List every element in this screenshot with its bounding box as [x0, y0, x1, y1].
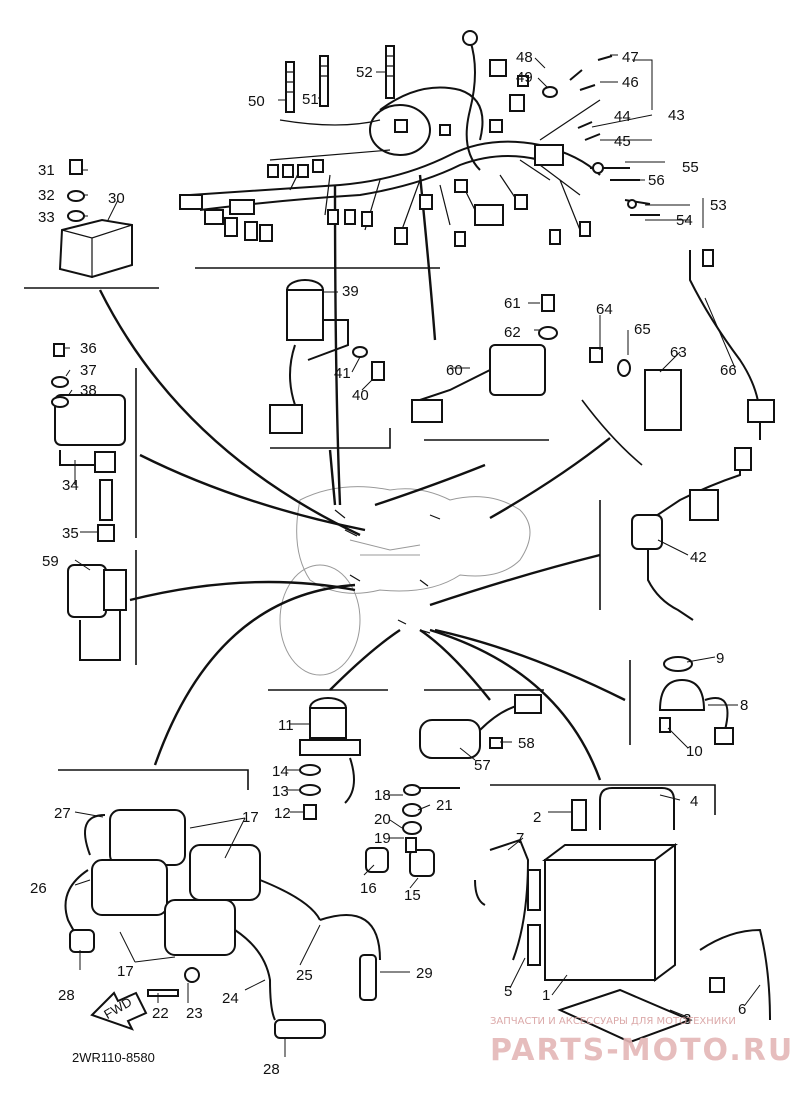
callout-48: 48 [516, 49, 533, 66]
watermark-site: PARTS-MOTO.RU [490, 1033, 794, 1068]
callout-18: 18 [374, 787, 391, 804]
callout-22: 22 [152, 1005, 169, 1022]
callout-5: 5 [504, 983, 512, 1000]
callout-31: 31 [38, 162, 55, 179]
battery-cables [474, 787, 675, 966]
callout-25: 25 [296, 967, 313, 984]
callout-30: 30 [108, 190, 125, 207]
callout-34: 34 [62, 477, 79, 494]
callout-35: 35 [62, 525, 79, 542]
callout-49: 49 [516, 69, 533, 86]
callout-36: 36 [80, 340, 97, 357]
callout-8: 8 [740, 697, 748, 714]
part-11 [299, 697, 361, 820]
callout-24: 24 [222, 990, 239, 1007]
callout-12: 12 [274, 805, 291, 822]
callout-56: 56 [648, 172, 665, 189]
group-brackets [24, 267, 716, 815]
callout-44: 44 [614, 108, 631, 125]
callout-27: 27 [54, 805, 71, 822]
callout-labels: 1 2 3 4 5 6 7 8 9 10 11 12 13 14 15 16 1… [30, 49, 748, 1078]
switch-63 [589, 347, 682, 431]
parts-15-21 [365, 784, 460, 877]
callout-13: 13 [272, 783, 289, 800]
callout-16: 16 [360, 880, 377, 897]
flasher-relay [411, 294, 558, 423]
callout-55: 55 [682, 159, 699, 176]
callout-59: 59 [42, 553, 59, 570]
callout-41: 41 [334, 365, 351, 382]
battery [542, 843, 771, 1044]
callout-52: 52 [356, 64, 373, 81]
callout-3: 3 [683, 1011, 691, 1028]
callout-47: 47 [622, 49, 639, 66]
callout-66: 66 [720, 362, 737, 379]
callout-20: 20 [374, 811, 391, 828]
callout-53: 53 [710, 197, 727, 214]
callout-4: 4 [690, 793, 698, 810]
ignitor-unit [58, 159, 133, 279]
callout-29: 29 [416, 965, 433, 982]
callout-51: 51 [302, 91, 319, 108]
callout-21: 21 [436, 797, 453, 814]
callout-63: 63 [670, 344, 687, 361]
lead-66 [689, 249, 775, 440]
callout-58: 58 [518, 735, 535, 752]
callout-7: 7 [516, 830, 524, 847]
forward-arrow-icon: FWD [90, 991, 148, 1031]
callout-60: 60 [446, 362, 463, 379]
callout-33: 33 [38, 209, 55, 226]
callout-17a: 17 [242, 809, 259, 826]
part-8 [658, 656, 734, 745]
callout-14: 14 [272, 763, 289, 780]
callout-17b: 17 [117, 963, 134, 980]
callout-54: 54 [676, 212, 693, 229]
callout-15: 15 [404, 887, 421, 904]
callout-1: 1 [542, 987, 550, 1004]
callout-6: 6 [738, 1001, 746, 1018]
callout-19: 19 [374, 830, 391, 847]
motorcycle-outline [279, 486, 531, 676]
watermark: ЗАПЧАСТИ И АКСЕССУАРЫ ДЛЯ МОТОТЕХНИКИ PA… [490, 1016, 794, 1068]
callout-32: 32 [38, 187, 55, 204]
callout-28a: 28 [58, 987, 75, 1004]
callout-40: 40 [352, 387, 369, 404]
location-arrows [98, 174, 626, 781]
callout-61: 61 [504, 295, 521, 312]
leader-lines [64, 54, 761, 1057]
callout-64: 64 [596, 301, 613, 318]
sensor-42 [631, 447, 752, 621]
relay-59 [67, 564, 127, 661]
callout-39: 39 [342, 283, 359, 300]
callout-11: 11 [278, 717, 294, 734]
callout-9: 9 [716, 650, 724, 667]
callout-50: 50 [248, 93, 265, 110]
callout-65: 65 [634, 321, 651, 338]
callout-38: 38 [80, 382, 97, 399]
diagram-code: 2WR110-8580 [72, 1050, 155, 1065]
callout-37: 37 [80, 362, 97, 379]
callout-62: 62 [504, 324, 521, 341]
callout-2: 2 [533, 809, 541, 826]
callout-23: 23 [186, 1005, 203, 1022]
callout-45: 45 [614, 133, 631, 150]
callout-10: 10 [686, 743, 703, 760]
callout-26: 26 [30, 880, 47, 897]
callout-43: 43 [668, 107, 685, 124]
rectifier-regulator [51, 343, 126, 542]
terminal-parts [517, 55, 660, 216]
ignition-coils [64, 809, 381, 1039]
main-switch [269, 279, 385, 434]
callout-46: 46 [622, 74, 639, 91]
callout-42: 42 [690, 549, 707, 566]
wire-harness [179, 30, 601, 247]
callout-28b: 28 [263, 1061, 280, 1078]
watermark-tagline: ЗАПЧАСТИ И АКСЕССУАРЫ ДЛЯ МОТОТЕХНИКИ [490, 1016, 736, 1027]
starter-relay [419, 694, 542, 759]
callout-57: 57 [474, 757, 491, 774]
